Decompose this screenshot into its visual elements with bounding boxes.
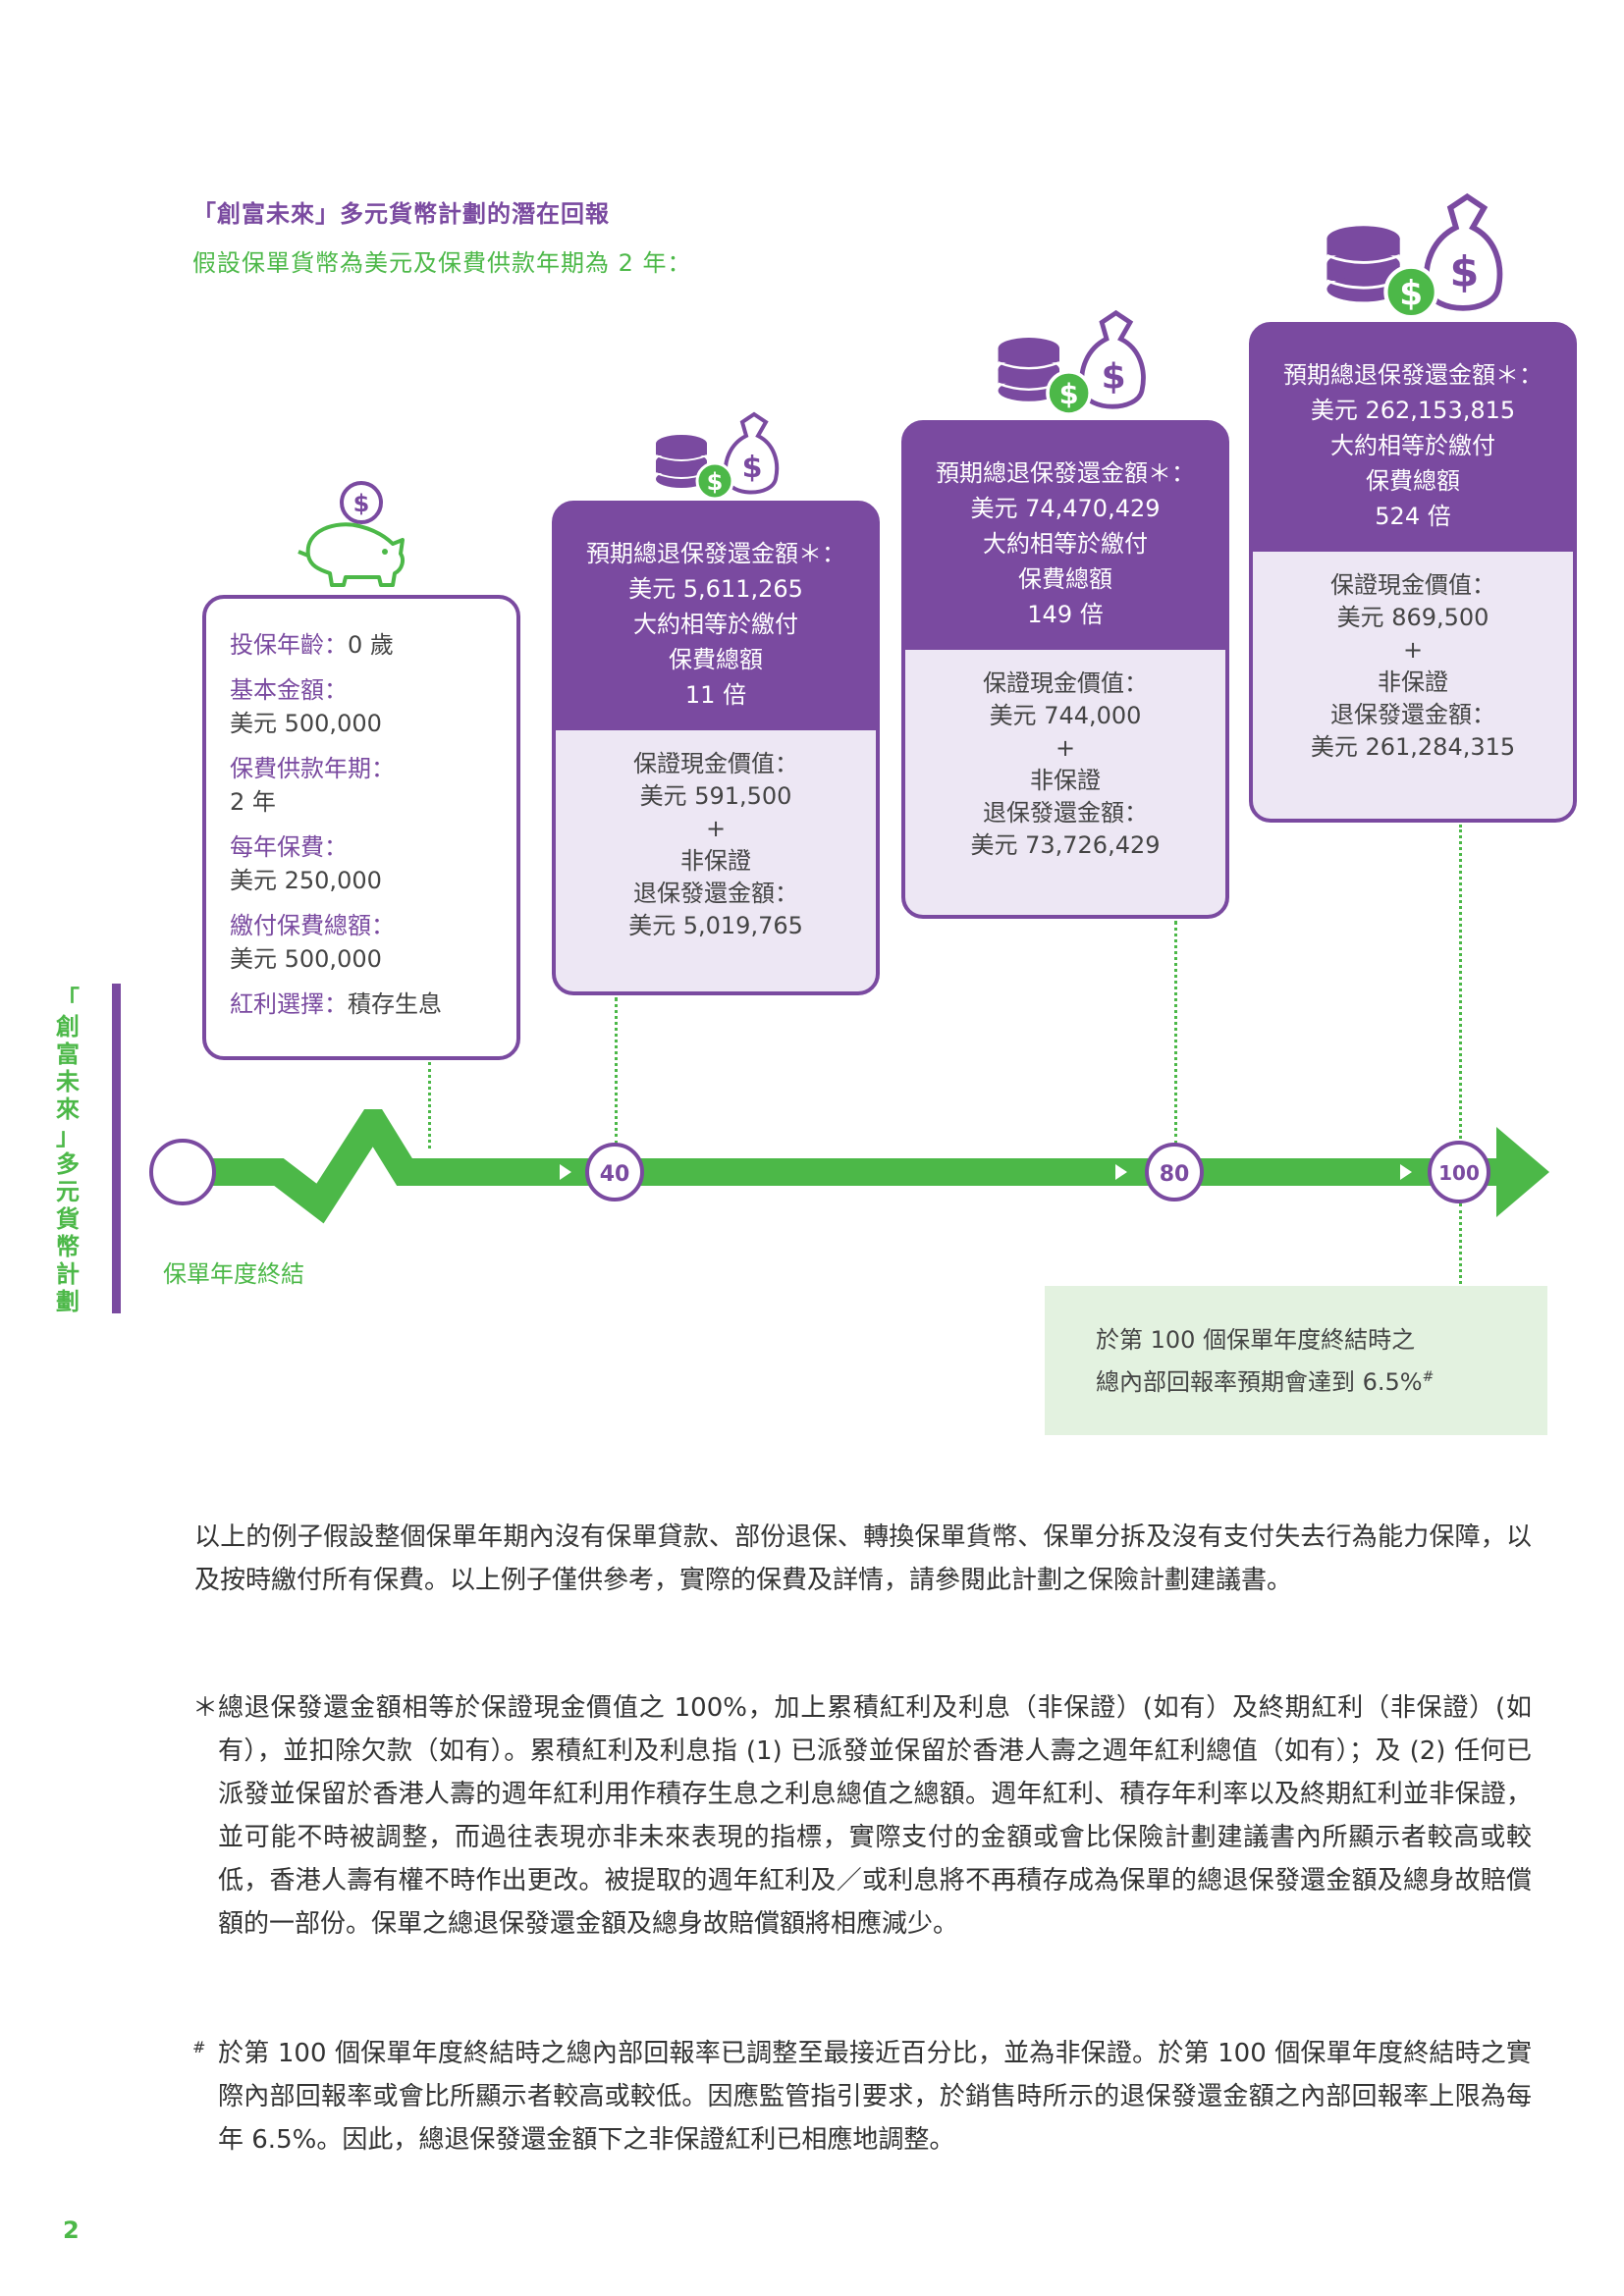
side-tab-bar	[112, 984, 121, 1313]
irr-result-box: 於第 100 個保單年度終結時之 總內部回報率預期會達到 6.5%#	[1045, 1286, 1547, 1435]
policy-info-box: 投保年齡：0 歲 基本金額： 美元 500,000 保費供款年期： 2 年 每年…	[202, 595, 520, 1060]
card-expected-surrender: 預期總退保發還金額＊： 美元 262,153,815 大約相等於繳付 保費總額 …	[1253, 326, 1573, 552]
connector-line	[1459, 1203, 1462, 1284]
info-row-total-premium: 繳付保費總額： 美元 500,000	[230, 912, 395, 973]
timeline-label: 保單年度終結	[163, 1260, 304, 1288]
money-bag-coins-icon: $ $	[998, 309, 1146, 416]
section-title: 「創富未來」多元貨幣計劃的潛在回報	[192, 200, 610, 228]
piggy-bank-icon: $	[298, 481, 405, 587]
connector-line	[615, 997, 618, 1145]
svg-text:$: $	[353, 490, 370, 517]
svg-text:$: $	[742, 451, 763, 485]
card-expected-surrender: 預期總退保發還金額＊： 美元 5,611,265 大約相等於繳付 保費總額 11…	[556, 505, 876, 730]
footnote-hash: # 於第 100 個保單年度終結時之總內部回報率已調整至最接近百分比，並為非保證…	[192, 2038, 1532, 2155]
info-row-age: 投保年齡：0 歲	[230, 631, 394, 659]
card-expected-surrender: 預期總退保發還金額＊： 美元 74,470,429 大約相等於繳付 保費總額 1…	[905, 424, 1225, 650]
card-value-breakdown: 保證現金價值： 美元 869,500 + 非保證 退保發還金額： 美元 261,…	[1253, 552, 1573, 819]
section-subtitle: 假設保單貨幣為美元及保費供款年期為 2 年：	[192, 249, 692, 277]
svg-text:$: $	[707, 468, 724, 496]
svg-text:$: $	[1399, 274, 1423, 313]
return-card-year-100: 預期總退保發還金額＊： 美元 262,153,815 大約相等於繳付 保費總額 …	[1249, 322, 1577, 823]
svg-text:$: $	[1059, 377, 1079, 410]
info-row-basic-amount: 基本金額： 美元 500,000	[230, 676, 382, 737]
money-bag-coins-icon: $ $	[655, 411, 780, 501]
card-value-breakdown: 保證現金價值： 美元 591,500 + 非保證 退保發還金額： 美元 5,01…	[556, 730, 876, 991]
return-card-year-40: 預期總退保發還金額＊： 美元 5,611,265 大約相等於繳付 保費總額 11…	[552, 501, 880, 995]
timeline-marker-100: 100	[1438, 1161, 1480, 1185]
disclaimer-paragraph: 以上的例子假設整個保單年期內沒有保單貸款、部份退保、轉換保單貨幣、保單分拆及沒有…	[194, 1522, 1532, 1595]
page-number: 2	[63, 2216, 80, 2244]
return-card-year-80: 預期總退保發還金額＊： 美元 74,470,429 大約相等於繳付 保費總額 1…	[901, 420, 1229, 919]
timeline-marker-40: 40	[600, 1162, 630, 1187]
svg-text:$: $	[1450, 248, 1480, 297]
footnote-asterisk: ＊ 總退保發還金額相等於保證現金價值之 100%，加上累積紅利及利息（非保證）(…	[192, 1693, 1532, 1939]
connector-line	[428, 1062, 431, 1148]
connector-line	[1459, 825, 1462, 1145]
policy-timeline: 40 80 100	[149, 1109, 1549, 1224]
money-bag-coins-icon: $ $	[1326, 192, 1503, 320]
card-value-breakdown: 保證現金價值： 美元 744,000 + 非保證 退保發還金額： 美元 73,7…	[905, 650, 1225, 915]
side-tab-label: 「創富未來」多元貨幣計劃	[56, 986, 80, 1315]
info-row-annual-premium: 每年保費： 美元 250,000	[230, 833, 382, 894]
info-row-dividend-option: 紅利選擇：積存生息	[230, 990, 442, 1018]
timeline-marker-80: 80	[1160, 1162, 1190, 1187]
connector-line	[1174, 921, 1177, 1145]
info-row-payment-term: 保費供款年期： 2 年	[230, 755, 395, 816]
svg-text:$: $	[1102, 357, 1126, 398]
